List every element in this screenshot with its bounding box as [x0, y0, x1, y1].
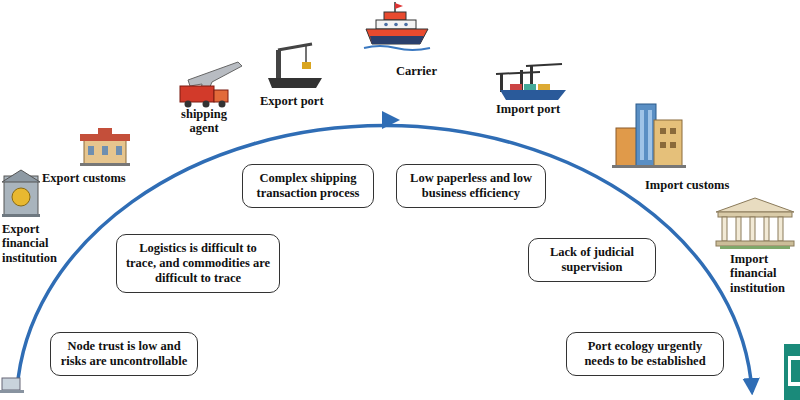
bank-icon [2, 170, 40, 217]
issue-box: Complex shipping transaction process [242, 164, 374, 208]
station-label: Import customs [645, 178, 745, 192]
station-label: Export port [260, 94, 340, 108]
issue-text: Logistics is difficult to trace, and com… [124, 241, 272, 286]
flow-arc [17, 126, 752, 392]
customs-building-icon [80, 128, 130, 166]
container-port-icon [496, 64, 566, 100]
arc-arrowhead [382, 111, 400, 129]
crane-icon [268, 44, 322, 88]
station-label: Export customs [42, 171, 138, 185]
issue-text: Low paperless and low business efficienc… [404, 171, 538, 201]
station-label: Carrier [396, 64, 450, 78]
issue-text: Port ecology urgently needs to be establ… [574, 339, 716, 369]
issue-box: Port ecology urgently needs to be establ… [566, 332, 724, 376]
device-icon [0, 378, 24, 393]
station-label: Import port [496, 102, 576, 116]
issue-box: Lack of judicial supervision [528, 238, 656, 282]
bank-building-icon [716, 198, 794, 249]
issue-text: Lack of judicial supervision [536, 245, 648, 275]
issue-box: Low paperless and low business efficienc… [396, 164, 546, 208]
issue-text: Node trust is low and risks are uncontro… [58, 339, 190, 369]
issue-text: Complex shipping transaction process [250, 171, 366, 201]
issue-box: Logistics is difficult to trace, and com… [116, 234, 280, 293]
city-buildings-icon [612, 104, 686, 168]
terminal-icon [784, 344, 800, 400]
station-label: Import financial institution [730, 252, 798, 295]
ship-icon [364, 2, 430, 50]
plane-truck-icon [180, 62, 242, 108]
issue-box: Node trust is low and risks are uncontro… [50, 332, 198, 376]
station-label: shipping agent [174, 107, 234, 136]
station-label: Export financial institution [2, 222, 60, 265]
